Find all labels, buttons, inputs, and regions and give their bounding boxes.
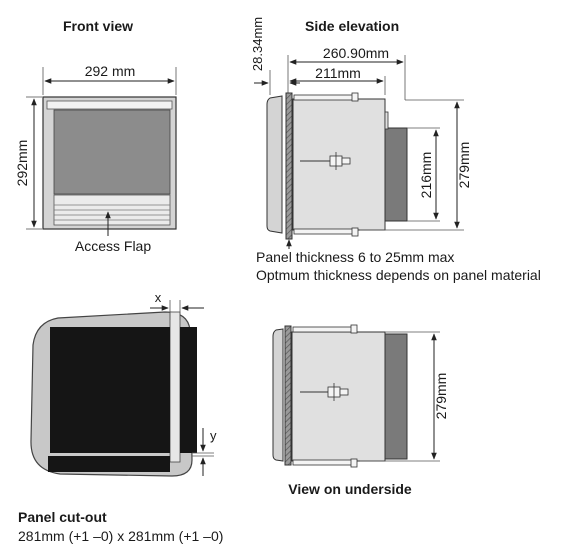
panel-cutout-spec: 281mm (+1 –0) x 281mm (+1 –0) [18,528,223,544]
side-connector-plug [300,152,351,170]
access-flap-label: Access Flap [75,238,151,254]
x-dimension-label: x [155,290,162,305]
underside-clamp-bottom [292,458,358,468]
case-depth-label: 211mm [315,65,361,81]
underside-bezel-profile [272,328,284,462]
side-bezel-profile [266,95,283,234]
underside-height-label: 279mm [433,373,449,420]
front-width-label: 292 mm [85,63,136,79]
side-elevation-title: Side elevation [305,18,399,34]
underside-clamp-top [292,324,358,334]
y-dimension-label: y [210,428,217,443]
front-view: Front view 292 mm 292mm Access Flap [14,18,177,254]
side-rear-block [384,127,408,222]
front-height-label: 292mm [14,140,30,187]
rear-height-label: 216mm [418,152,434,199]
underside-connector-plug [300,383,349,401]
front-view-title: Front view [63,18,133,34]
side-mounting-panel [285,92,293,240]
front-access-flap [53,194,171,226]
panel-thickness-note-2: Optmum thickness depends on panel materi… [256,267,541,283]
panel-thickness-note: Panel thickness 6 to 25mm max [256,249,454,265]
side-clamp-bottom [293,227,359,237]
front-display-window [53,109,171,195]
overall-depth-label: 260.90mm [323,45,389,61]
underside-mounting-panel [284,325,292,466]
side-clamp-top [293,92,359,102]
bezel-depth-label: 28.34mm [250,17,265,71]
underside-caption: View on underside [288,481,412,497]
case-height-label: 279mm [456,142,472,189]
underside-view: 279mm View on underside [272,324,449,497]
panel-cutout-view: x y Panel cut-out 281mm (+1 –0) x 281mm … [18,290,223,544]
underside-rear-block [384,333,408,460]
side-elevation: Side elevation 28.34mm 260.90mm 211mm [250,17,541,283]
panel-cutout-title: Panel cut-out [18,509,107,525]
cutout-hole [50,327,170,453]
